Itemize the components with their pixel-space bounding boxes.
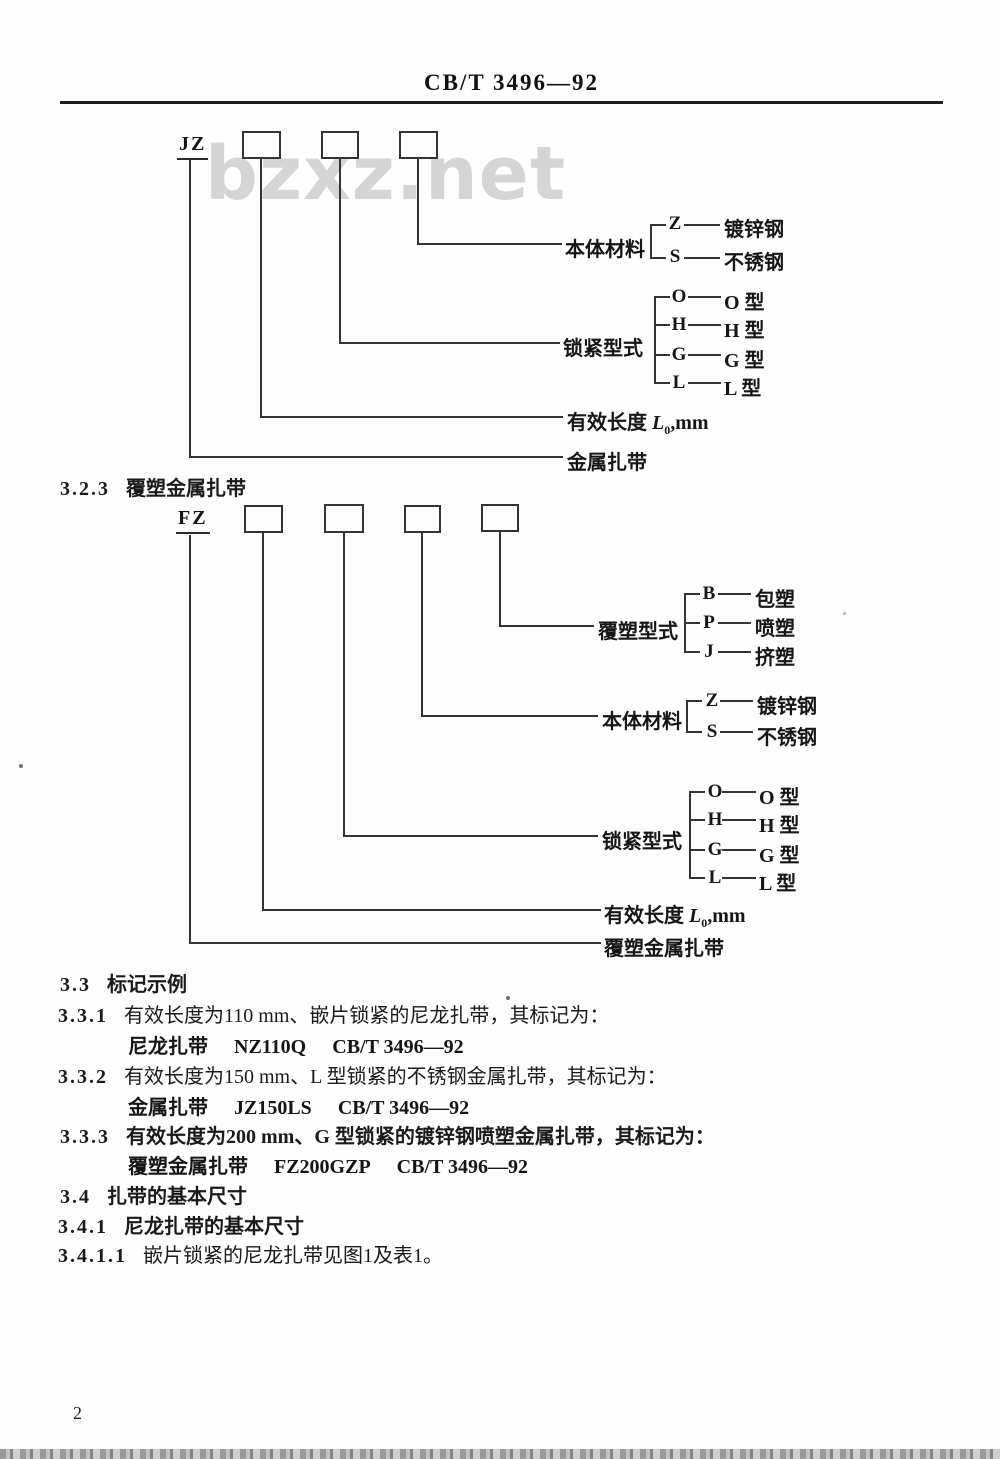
length-label-text: 有效长度 (567, 412, 652, 434)
scan-speck (843, 612, 846, 615)
doc-number: CB/T 3496—92 (424, 70, 600, 95)
jz-lock-term: L 型 (724, 378, 762, 400)
section-number: 3.3.2 (58, 1066, 108, 1088)
scan-speck (506, 996, 510, 1000)
section-3-3: 3.3 标记示例 (60, 968, 187, 997)
jz-lock-code: G (671, 344, 687, 365)
product-code: FZ200GZP (274, 1156, 371, 1178)
fz-length-label: 有效长度 L0,mm (604, 899, 746, 931)
jz-body-code: Z (668, 213, 682, 234)
length-symbol: L (652, 412, 665, 434)
length-subscript: 0 (701, 916, 708, 930)
section-3-4: 3.4 扎带的基本尺寸 (60, 1180, 247, 1209)
scan-edge-band (0, 1449, 1000, 1459)
section-title: 覆塑金属扎带 (126, 478, 246, 500)
jz-lock-term: O 型 (724, 292, 765, 314)
section-number: 3.2.3 (60, 478, 110, 500)
section-3-3-1: 3.3.1 有效长度为110 mm、嵌片锁紧的尼龙扎带，其标记为： (58, 999, 609, 1028)
section-text: 有效长度为200 mm、G 型锁紧的镀锌钢喷塑金属扎带，其标记为： (126, 1126, 715, 1148)
length-symbol: L (689, 905, 702, 927)
fz-lock-term: G 型 (759, 845, 800, 867)
fz-code-box (481, 504, 519, 532)
fz-lock-type-label: 锁紧型式 (602, 831, 682, 853)
fz-lock-term: O 型 (759, 787, 800, 809)
product-code: JZ150LS (234, 1097, 312, 1119)
section-number: 3.3 (60, 974, 91, 996)
fz-lock-code: O (707, 781, 723, 802)
section-3-4-1: 3.4.1 尼龙扎带的基本尺寸 (58, 1210, 304, 1239)
fz-body-code: Z (705, 690, 719, 711)
jz-body-term: 镀锌钢 (724, 219, 784, 241)
section-title: 扎带的基本尺寸 (107, 1186, 247, 1208)
section-number: 3.3.1 (58, 1005, 108, 1027)
fz-lock-code: G (707, 839, 723, 860)
length-unit: ,mm (670, 412, 709, 434)
section-text: 有效长度为150 mm、L 型锁紧的不锈钢金属扎带，其标记为： (124, 1066, 667, 1088)
jz-lock-type-label: 锁紧型式 (563, 338, 643, 360)
length-label-text: 有效长度 (604, 905, 689, 927)
length-subscript: 0 (664, 423, 671, 437)
section-text: 有效长度为110 mm、嵌片锁紧的尼龙扎带，其标记为： (124, 1005, 610, 1027)
fz-lock-term: L 型 (759, 873, 797, 895)
section-text: 嵌片锁紧的尼龙扎带见图1及表1。 (143, 1245, 443, 1267)
jz-lock-term: G 型 (724, 350, 765, 372)
jz-body-code: S (669, 246, 681, 267)
section-number: 3.3.3 (60, 1126, 110, 1148)
fz-coat-code: J (704, 641, 714, 662)
fz-code-box (244, 505, 283, 533)
fz-coat-code: B (702, 583, 716, 604)
section-3-4-1-1: 3.4.1.1 嵌片锁紧的尼龙扎带见图1及表1。 (58, 1239, 443, 1268)
standard-ref: CB/T 3496—92 (332, 1036, 464, 1058)
fz-body-code: S (706, 721, 718, 742)
designation-example-1: 尼龙扎带 NZ110Q CB/T 3496—92 (128, 1030, 464, 1059)
jz-lock-term: H 型 (724, 320, 765, 342)
jz-length-label: 有效长度 L0,mm (567, 406, 709, 438)
section-3-3-2: 3.3.2 有效长度为150 mm、L 型锁紧的不锈钢金属扎带，其标记为： (58, 1060, 667, 1089)
fz-lock-code: H (707, 809, 723, 830)
scan-speck (19, 764, 23, 768)
fz-lock-term: H 型 (759, 815, 800, 837)
length-unit: ,mm (707, 905, 746, 927)
section-3-2-3: 3.2.3 覆塑金属扎带 (60, 472, 246, 501)
fz-coating-type-label: 覆塑型式 (598, 621, 678, 643)
designation-example-2: 金属扎带 JZ150LS CB/T 3496—92 (128, 1091, 469, 1120)
fz-root-label: 覆塑金属扎带 (604, 938, 724, 960)
section-number: 3.4.1 (58, 1216, 108, 1238)
section-number: 3.4 (60, 1186, 91, 1208)
standard-ref: CB/T 3496—92 (396, 1156, 528, 1178)
section-3-3-3: 3.3.3 有效长度为200 mm、G 型锁紧的镀锌钢喷塑金属扎带，其标记为： (60, 1120, 715, 1149)
jz-body-material-label: 本体材料 (565, 239, 645, 261)
jz-prefix: JZ (177, 133, 209, 160)
product-code: NZ110Q (234, 1036, 307, 1058)
product-name: 覆塑金属扎带 (128, 1156, 248, 1178)
header-rule (60, 101, 943, 104)
designation-example-3: 覆塑金属扎带 FZ200GZP CB/T 3496—92 (128, 1150, 528, 1179)
fz-code-box (324, 504, 364, 533)
jz-lock-code: H (671, 314, 687, 335)
jz-lock-code: O (671, 286, 687, 307)
fz-coat-code: P (703, 612, 715, 633)
section-title: 标记示例 (107, 974, 187, 996)
section-title: 尼龙扎带的基本尺寸 (124, 1216, 304, 1238)
fz-prefix: FZ (176, 507, 210, 534)
fz-lock-code: L (708, 867, 722, 888)
jz-lock-code: L (672, 372, 686, 393)
watermark: bzxz.net (205, 131, 567, 217)
fz-coat-term: 包塑 (755, 589, 795, 611)
standard-ref: CB/T 3496—92 (337, 1097, 470, 1119)
page-number: 2 (73, 1403, 82, 1423)
product-name: 金属扎带 (128, 1097, 208, 1119)
product-name: 尼龙扎带 (128, 1036, 208, 1058)
jz-body-term: 不锈钢 (724, 252, 784, 274)
fz-code-box (404, 505, 441, 533)
fz-coat-term: 挤塑 (755, 647, 795, 669)
section-number: 3.4.1.1 (58, 1245, 127, 1267)
fz-body-term: 不锈钢 (757, 727, 817, 749)
fz-coat-term: 喷塑 (755, 618, 795, 640)
jz-root-label: 金属扎带 (567, 452, 647, 474)
fz-body-material-label: 本体材料 (602, 711, 682, 733)
fz-body-term: 镀锌钢 (757, 696, 817, 718)
